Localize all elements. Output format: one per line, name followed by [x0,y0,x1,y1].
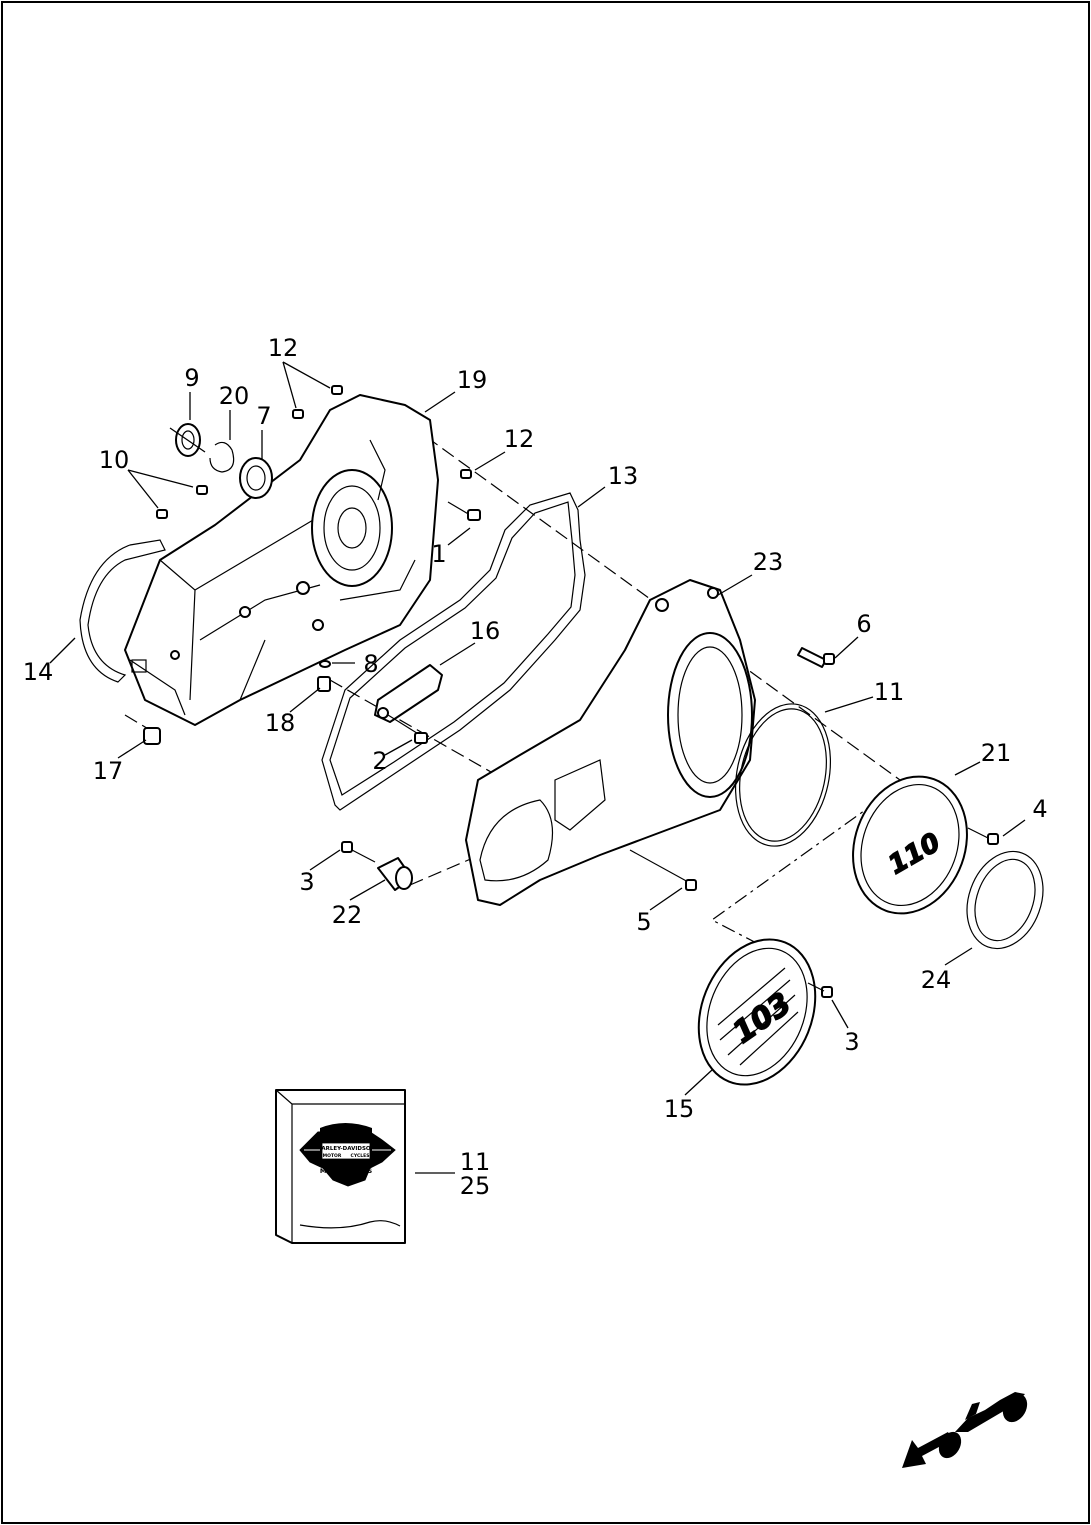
logo-top-text: GENUINE [323,1131,368,1141]
logo-mid1-text: HARLEY-DAVIDSON [317,1146,376,1152]
callout-10: 10 [99,446,130,474]
spacer-22 [377,857,413,891]
gasket-24 [966,850,1044,950]
inner-gasket-14 [79,539,166,683]
seal-9 [169,423,206,457]
logo-mid2-text: MOTOR [323,1153,342,1159]
retaining-ring-20 [209,441,235,473]
plug-17 [143,727,161,745]
genuine-parts-logo: GENUINE HARLEY-DAVIDSON MOTOR CYCLES MOT… [299,1123,396,1187]
callout-12-right: 12 [504,425,535,453]
motorcycle-direction-icon [902,1392,1028,1468]
callout-5: 5 [636,908,651,936]
callout-12-top: 12 [268,334,299,362]
callout-21: 21 [981,739,1012,767]
callout-3-left: 3 [299,868,314,896]
callout-8: 8 [363,650,378,678]
plug-18 [317,676,331,692]
callout-11-ring: 11 [874,678,905,706]
callout-24: 24 [921,966,952,994]
bolt-5 [629,849,697,891]
callout-20: 20 [219,382,250,410]
callout-16: 16 [470,617,501,645]
outer-primary-cover-23 [465,579,756,906]
screw-3-right [807,982,833,998]
genuine-parts-kit: GENUINE HARLEY-DAVIDSON MOTOR CYCLES MOT… [275,1089,406,1244]
chain-tensioner-16 [374,664,443,744]
callout-6: 6 [856,610,871,638]
leader-lines [49,361,1026,1174]
callout-7: 7 [256,402,271,430]
callout-19: 19 [457,366,488,394]
callout-9: 9 [184,364,199,392]
bearing-7 [239,457,273,499]
callout-23: 23 [753,548,784,576]
callout-22: 22 [332,901,363,929]
bolt-6 [797,647,835,668]
screw-4 [967,827,999,845]
callout-11-kit: 11 [460,1148,491,1176]
logo-bottom-text: MOTOR PARTS [320,1167,373,1175]
callout-25: 25 [460,1172,491,1200]
dowels-10 [156,485,208,519]
o-ring-11 [734,703,832,847]
callout-17: 17 [93,757,124,785]
inner-primary-housing-19 [124,394,439,726]
callout-4: 4 [1032,795,1047,823]
primary-gasket-13 [321,492,586,811]
callout-3-right: 3 [844,1028,859,1056]
inspection-cover-21: 110 [852,775,968,915]
logo-mid3-text: CYCLES [351,1153,370,1159]
callout-13: 13 [608,462,639,490]
callout-2: 2 [372,747,387,775]
screw-3-left [341,841,376,863]
dowels-12 [292,385,472,479]
bolt-1 [447,501,481,521]
callout-1: 1 [431,540,446,568]
callout-14: 14 [23,658,54,686]
callout-15: 15 [664,1095,695,1123]
callout-18: 18 [265,709,296,737]
o-ring-8 [319,660,331,668]
callout-labels: 12 9 20 7 10 19 12 13 1 23 6 16 8 14 11 … [23,334,1048,1200]
derby-cover-15: 103 [697,938,817,1086]
